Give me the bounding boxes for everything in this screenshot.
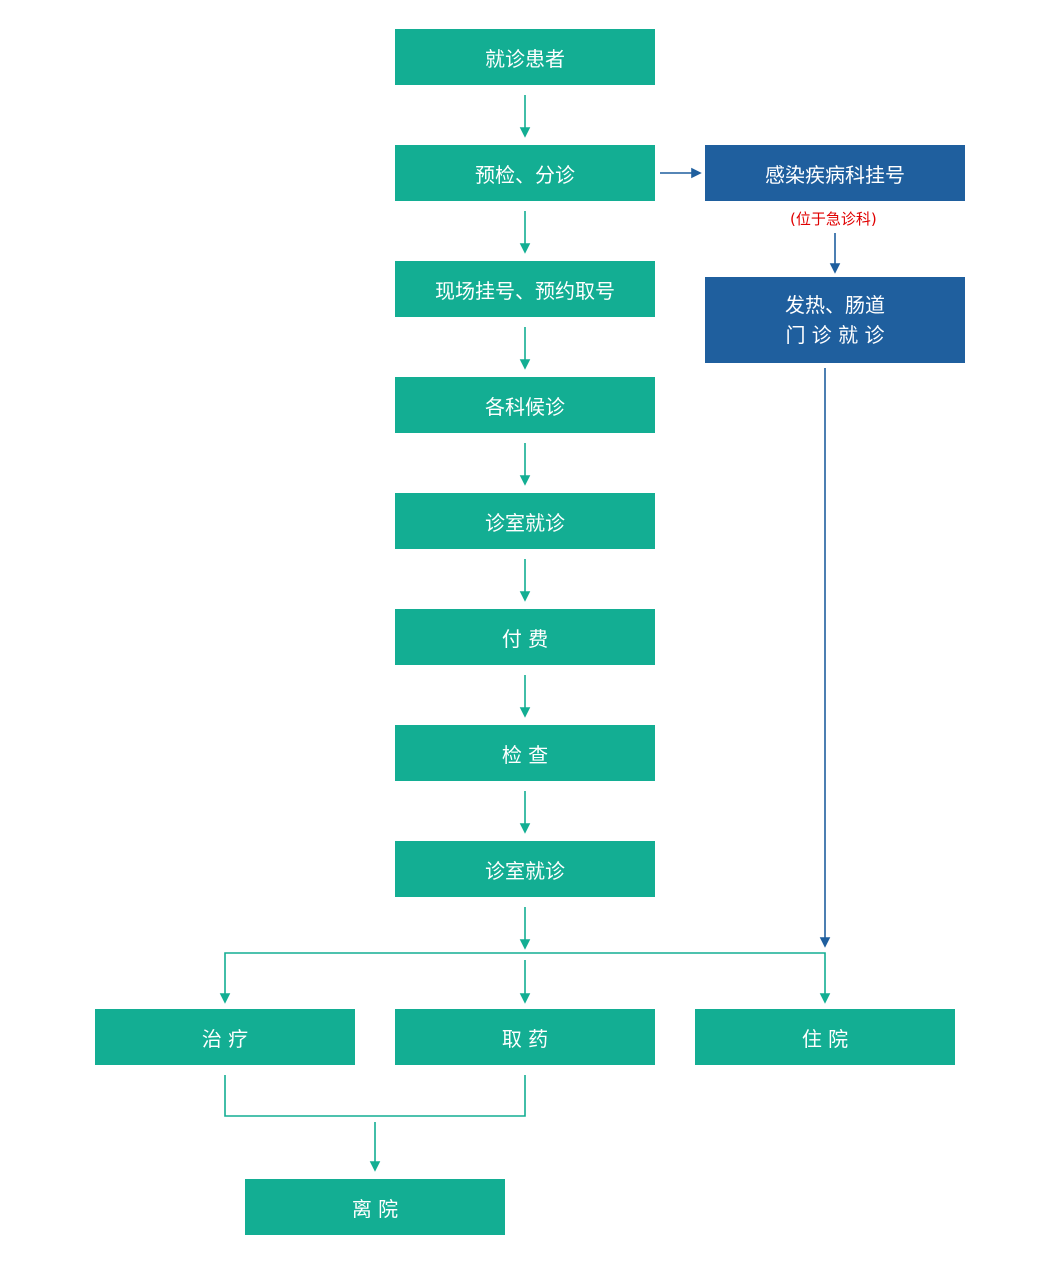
step-register-label: 现场挂号、预约取号	[435, 278, 615, 303]
step-fever-clinic-line2: 门 诊 就 诊	[785, 323, 885, 347]
step-register: 现场挂号、预约取号	[395, 261, 655, 317]
step-medicine-label: 取 药	[501, 1026, 549, 1051]
step-treat: 治 疗	[95, 1009, 355, 1065]
step-treat-label: 治 疗	[201, 1026, 249, 1051]
step-hospitalize-label: 住 院	[801, 1026, 849, 1051]
step-consult-1: 诊室就诊	[395, 493, 655, 549]
step-wait: 各科候诊	[395, 377, 655, 433]
step-infection-register-label: 感染疾病科挂号	[765, 162, 905, 187]
merge-line	[224, 1075, 526, 1117]
step-triage: 预检、分诊	[395, 145, 655, 201]
step-consult-1-label: 诊室就诊	[485, 510, 565, 535]
step-consult-2-label: 诊室就诊	[485, 858, 565, 883]
step-leave-label: 离 院	[351, 1196, 399, 1221]
step-pay: 付 费	[395, 609, 655, 665]
step-fever-clinic-line1: 发热、肠道	[785, 293, 885, 317]
step-consult-2: 诊室就诊	[395, 841, 655, 897]
step-medicine: 取 药	[395, 1009, 655, 1065]
step-exam: 检 查	[395, 725, 655, 781]
step-patient-label: 就诊患者	[485, 46, 565, 71]
step-triage-label: 预检、分诊	[475, 162, 575, 187]
step-fever-clinic: 发热、肠道 门 诊 就 诊	[705, 277, 965, 363]
infection-location-note: (位于急诊科)	[790, 210, 877, 228]
step-exam-label: 检 查	[501, 742, 549, 767]
step-leave: 离 院	[245, 1179, 505, 1235]
step-hospitalize: 住 院	[695, 1009, 955, 1065]
step-wait-label: 各科候诊	[485, 394, 565, 419]
step-patient: 就诊患者	[395, 29, 655, 85]
branch-line	[224, 952, 826, 996]
step-pay-label: 付 费	[501, 626, 549, 651]
step-infection-register: 感染疾病科挂号	[705, 145, 965, 201]
